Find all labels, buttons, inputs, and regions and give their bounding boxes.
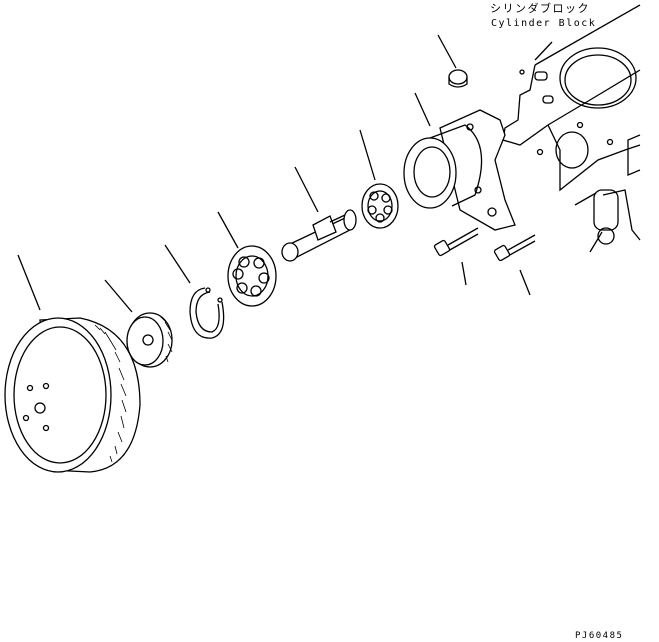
bolt-2 [493, 234, 536, 296]
front-bearing [217, 211, 277, 307]
pulley [4, 254, 141, 473]
part-code-label: PJ60485 [575, 631, 623, 641]
plug [437, 34, 468, 88]
housing [403, 92, 516, 231]
rear-bearing [359, 129, 399, 229]
gear [104, 279, 173, 368]
cylinder-block-label-en: Cylinder Block [491, 18, 596, 29]
cylinder-block-label-jp: シリンダブロック [490, 1, 590, 15]
bolt-1 [433, 227, 479, 286]
cylinder-block [502, 4, 641, 253]
shaft [281, 166, 357, 262]
snap-ring [164, 244, 225, 339]
